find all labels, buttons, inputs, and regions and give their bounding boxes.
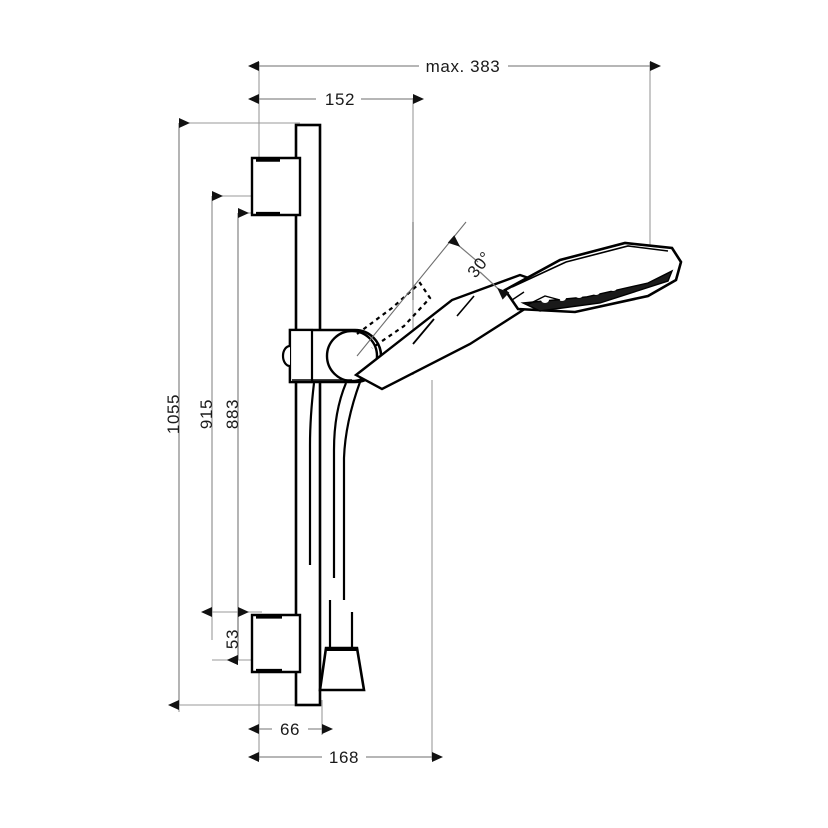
alternate-position-outline [356, 281, 432, 349]
dim-label-66: 66 [280, 720, 300, 739]
dim-label-1055: 1055 [164, 394, 183, 434]
dim-label-883: 883 [223, 399, 242, 429]
dimension-152: 152 [248, 90, 424, 109]
angle-arrow-lower [479, 271, 510, 300]
handle-joint-line [412, 318, 435, 345]
dimension-915: 915 [197, 191, 223, 617]
hose-nut [318, 646, 366, 692]
dim-label-168: 168 [329, 748, 359, 767]
shower-hose [308, 381, 362, 648]
slider-clamp [288, 328, 314, 384]
dimension-max-383: max. 383 [248, 57, 661, 76]
slider-holder [281, 328, 383, 384]
dim-label-915: 915 [197, 399, 216, 429]
dimension-168: 168 [248, 748, 443, 767]
upper-wall-bracket [250, 156, 302, 217]
dimension-53: 53 [223, 607, 249, 665]
dimension-1055: 1055 [164, 118, 190, 710]
lower-wall-bracket [250, 613, 302, 674]
dim-label-max-383: max. 383 [426, 57, 501, 76]
hand-shower [353, 241, 683, 391]
dim-label-152: 152 [325, 90, 355, 109]
dimension-66: 66 [248, 720, 333, 739]
angle-arrow-upper [447, 235, 479, 263]
slider-release-tab [281, 344, 291, 368]
dimension-883: 883 [223, 208, 249, 665]
slide-bar [294, 123, 322, 707]
dim-label-53: 53 [223, 629, 242, 649]
